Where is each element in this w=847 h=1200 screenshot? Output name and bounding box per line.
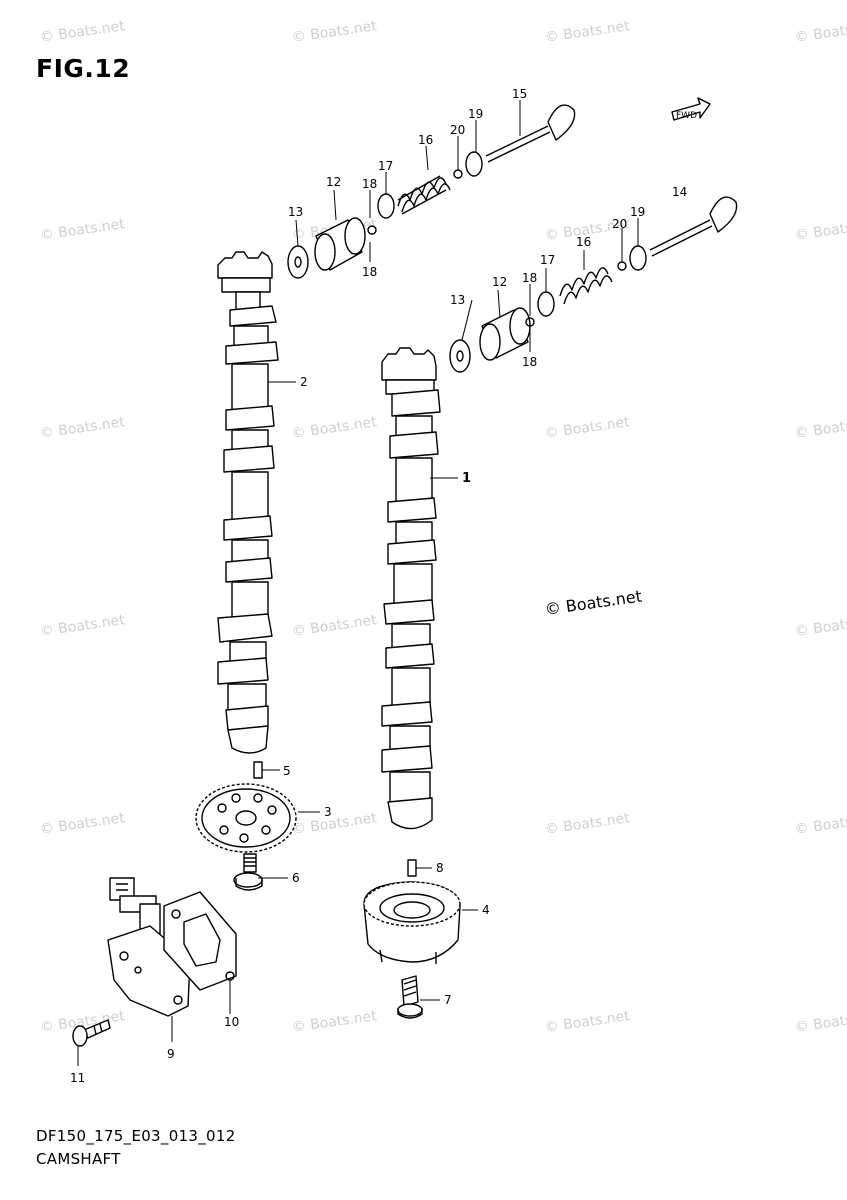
shim-13: [287, 245, 309, 279]
pin-8: [407, 859, 417, 877]
callout-12-lower: 12: [492, 275, 507, 289]
seal-20: [617, 261, 627, 271]
sprocket-3: [195, 783, 297, 853]
fwd-label: FWD: [676, 111, 697, 121]
callout-18-upper-a: 18: [362, 177, 377, 191]
fwd-arrow-icon: FWD: [671, 97, 711, 121]
cotter-18: [367, 225, 377, 235]
valve-set-lower-right: [449, 196, 738, 373]
callout-1: 1: [462, 471, 471, 486]
callout-13-upper: 13: [288, 205, 303, 219]
callout-19-upper: 19: [468, 107, 483, 121]
callout-18-lower-a: 18: [522, 271, 537, 285]
seat-19: [629, 245, 647, 271]
callout-14: 14: [672, 185, 687, 199]
callout-13-lower: 13: [450, 293, 465, 307]
camshaft-right: [381, 347, 441, 830]
cotter-18: [525, 317, 535, 327]
valve-set-upper-left: [287, 104, 576, 279]
callout-16-upper: 16: [418, 133, 433, 147]
shim-13: [449, 339, 471, 373]
callout-18-lower-b: 18: [522, 355, 537, 369]
drawing-code: DF150_175_E03_013_012: [36, 1127, 236, 1145]
retainer-17: [377, 193, 395, 219]
callout-5: 5: [283, 764, 291, 778]
callout-6: 6: [292, 871, 300, 885]
callout-12-upper: 12: [326, 175, 341, 189]
spring-16: [563, 275, 613, 305]
valve-15: [485, 125, 551, 163]
bolt-11: [72, 1019, 111, 1047]
callout-11: 11: [70, 1071, 85, 1085]
seal-20: [453, 169, 463, 179]
callout-10: 10: [224, 1015, 239, 1029]
gasket-10: [163, 891, 237, 991]
callout-17-lower: 17: [540, 253, 555, 267]
spring-16: [401, 183, 451, 213]
callout-15: 15: [512, 87, 527, 101]
callout-18-upper-b: 18: [362, 265, 377, 279]
callout-7: 7: [444, 993, 452, 1007]
callout-16-lower: 16: [576, 235, 591, 249]
callout-19-lower: 19: [630, 205, 645, 219]
figure-title: FIG.12: [36, 54, 131, 83]
section-name: CAMSHAFT: [36, 1150, 121, 1168]
callout-2: 2: [300, 375, 308, 389]
callout-17-upper: 17: [378, 159, 393, 173]
callout-20-lower: 20: [612, 217, 627, 231]
pin-5: [253, 761, 263, 779]
seat-19: [465, 151, 483, 177]
valve-14: [649, 219, 713, 257]
vvt-actuator-4: [363, 881, 461, 964]
bolt-7: [397, 975, 423, 1019]
callout-9: 9: [167, 1047, 175, 1061]
callout-20-upper: 20: [450, 123, 465, 137]
callout-3: 3: [324, 805, 332, 819]
callout-8: 8: [436, 861, 444, 875]
bolt-6: [233, 853, 263, 891]
callout-4: 4: [482, 903, 490, 917]
camshaft-left: [217, 251, 279, 754]
retainer-17: [537, 291, 555, 317]
